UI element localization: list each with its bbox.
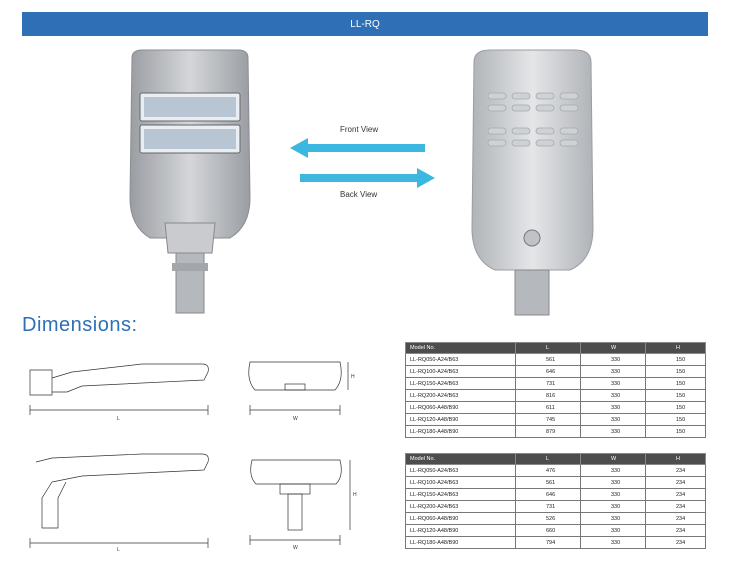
dimensions-title: Dimensions: (22, 314, 138, 336)
col-height: H (645, 453, 706, 465)
back-view-photo (471, 49, 594, 316)
length-label-1: L (117, 416, 120, 422)
col-width: W (580, 453, 646, 465)
front-view-photo (129, 49, 251, 314)
col-height: H (645, 342, 706, 354)
height-label-1: H (351, 374, 355, 380)
width-label-1: W (293, 416, 298, 422)
front-view-arrow (290, 138, 425, 158)
back-view-label: Back View (340, 190, 378, 199)
back-view-arrow (300, 168, 435, 188)
side-view-drawing-1: L (29, 363, 209, 422)
table-header-row: Model No. L W H (405, 342, 706, 354)
col-width: W (580, 342, 646, 354)
width-label-2: W (293, 545, 298, 551)
front-view-drawing-1: W H (248, 361, 355, 422)
front-view-drawing-2: W H (249, 459, 357, 551)
col-model: Model No. (405, 342, 516, 354)
length-label-2: L (117, 547, 120, 553)
col-length: L (515, 342, 581, 354)
col-model: Model No. (405, 453, 516, 465)
front-view-label: Front View (340, 125, 379, 134)
header-banner: LL-RQ (22, 12, 708, 36)
side-view-drawing-2: L (29, 453, 209, 553)
table-header-row: Model No. L W H (405, 453, 706, 465)
col-length: L (515, 453, 581, 465)
header-title: LL-RQ (350, 18, 380, 30)
height-label-2: H (353, 492, 357, 498)
